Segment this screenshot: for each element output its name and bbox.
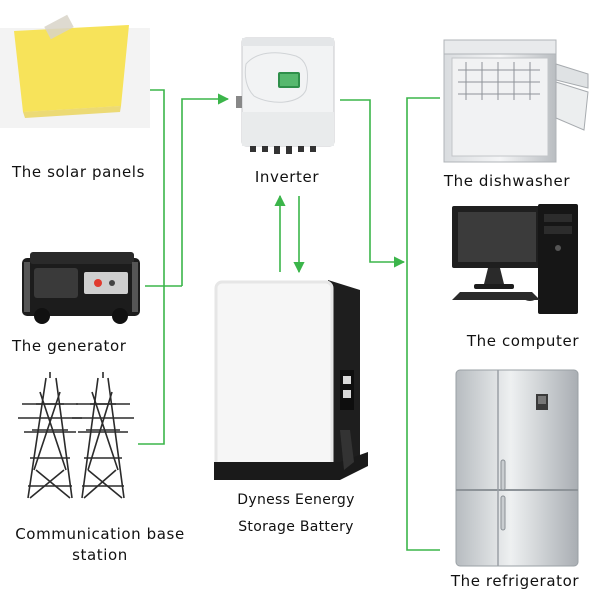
refrigerator-image	[455, 369, 579, 567]
dishwasher-label: The dishwasher	[443, 172, 571, 190]
inverter-label: Inverter	[254, 168, 320, 186]
generator-image	[22, 252, 140, 324]
computer-label: The computer	[466, 332, 580, 350]
loads-bus	[406, 97, 440, 551]
battery-label-line1: Dyness Eenergy	[237, 492, 355, 508]
connector-lines	[138, 89, 440, 551]
solar-panels-image	[0, 14, 150, 128]
transmission-towers-image	[18, 372, 134, 499]
refrigerator-label: The refrigerator	[450, 572, 580, 590]
battery-label-line2: Storage Battery	[238, 519, 354, 535]
inverter-image	[236, 37, 335, 154]
generator-label: The generator	[12, 337, 127, 355]
sources-to-inverter-arrow	[181, 93, 230, 286]
communication-base-station-label-line1: Communication base	[15, 525, 185, 543]
computer-image	[452, 204, 578, 314]
battery-image	[214, 280, 368, 480]
solar-panels-label: The solar panels	[12, 163, 145, 181]
communication-base-station-label-line2: station	[72, 546, 128, 564]
solar-connector	[138, 89, 165, 445]
dishwasher-image	[443, 39, 589, 163]
inverter-to-loads-arrow	[340, 99, 406, 268]
